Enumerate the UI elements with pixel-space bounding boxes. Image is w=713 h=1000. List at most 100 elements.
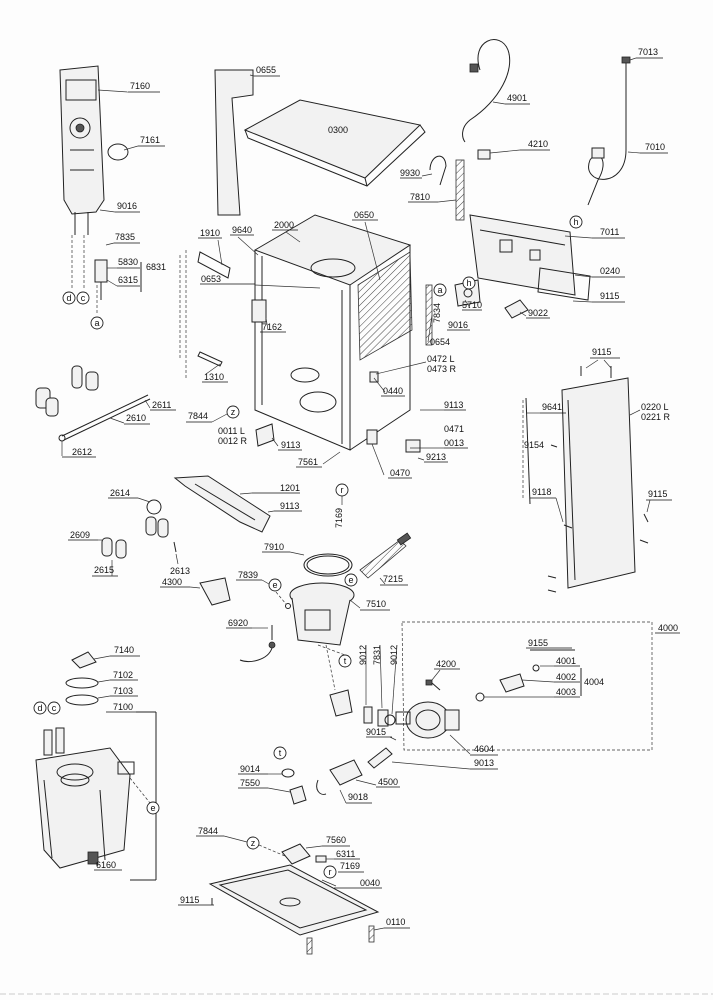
- label-7169-low: 7169: [340, 861, 360, 871]
- label-7169-mid: 7169: [334, 508, 344, 528]
- label-4500: 4500: [378, 777, 398, 787]
- callout-d-top: d: [62, 291, 76, 305]
- callout-e-sump: e: [344, 573, 358, 587]
- insulation-0650: [357, 251, 413, 361]
- label-4002: 4002: [556, 672, 576, 682]
- label-6311: 6311: [336, 849, 355, 859]
- label-0471: 0471: [444, 424, 464, 434]
- label-9118: 9118: [532, 487, 551, 497]
- roller-2614: [145, 499, 169, 538]
- label-0110: 0110: [386, 917, 405, 927]
- svg-text:r: r: [341, 485, 344, 495]
- label-7140: 7140: [114, 645, 134, 655]
- label-7011: 7011: [600, 227, 619, 237]
- label-0655: 0655: [256, 65, 276, 75]
- svg-text:r: r: [329, 867, 332, 877]
- heater-block-4300: [199, 577, 231, 606]
- label-2611: 2611: [152, 400, 171, 410]
- label-0440: 0440: [383, 386, 403, 396]
- label-2609: 2609: [70, 530, 90, 540]
- base-tray-0040: [208, 864, 380, 936]
- svg-text:d: d: [66, 293, 71, 303]
- switch-6311: [315, 855, 327, 863]
- label-2000: 2000: [274, 220, 294, 230]
- o-ring-7102: [65, 677, 99, 689]
- label-7560: 7560: [326, 835, 346, 845]
- dispenser-7162: [251, 299, 267, 323]
- label-9213: 9213: [426, 452, 446, 462]
- label-7839: 7839: [238, 570, 258, 580]
- callout-e-low: e: [146, 801, 160, 815]
- gasket-ring-7161: [107, 143, 129, 161]
- label-0221: 0221 R: [641, 412, 671, 422]
- callout-r-mid: r: [335, 483, 349, 497]
- label-7013: 7013: [638, 47, 658, 57]
- label-9154: 9154: [524, 440, 544, 450]
- label-9018: 9018: [348, 792, 368, 802]
- hose-9013: [367, 747, 393, 769]
- label-9155: 9155: [528, 638, 548, 648]
- softener-7100: [35, 727, 135, 869]
- label-7844-mid: 7844: [188, 411, 208, 421]
- control-housing-7160: [59, 65, 105, 235]
- svg-text:e: e: [272, 580, 277, 590]
- label-9015: 9015: [366, 727, 386, 737]
- label-9640: 9640: [232, 225, 252, 235]
- label-7010: 7010: [645, 142, 665, 152]
- foot-9213: [405, 439, 421, 453]
- label-1310: 1310: [204, 372, 224, 382]
- label-7160: 7160: [130, 81, 150, 91]
- tub-frame-2000: [253, 214, 412, 451]
- label-6160: 6160: [96, 860, 116, 870]
- svg-text:a: a: [437, 285, 442, 295]
- inlet-hose-4901: [462, 39, 511, 143]
- svg-text:c: c: [52, 703, 57, 713]
- label-9115-top: 9115: [600, 291, 619, 301]
- connector-4210: [477, 149, 491, 160]
- hinge-9022: [504, 299, 529, 319]
- label-7102: 7102: [113, 670, 133, 680]
- sump-7510: [289, 582, 355, 646]
- label-9113-right: 9113: [444, 400, 463, 410]
- label-9115-base: 9115: [180, 895, 199, 905]
- label-7161: 7161: [140, 135, 160, 145]
- top-cover-0300: [243, 99, 426, 187]
- label-0472: 0472 L: [427, 354, 455, 364]
- label-2610: 2610: [126, 413, 146, 423]
- label-6831: 6831: [146, 262, 166, 272]
- float-switch-7560: [281, 843, 311, 865]
- callout-h-mid: h: [462, 276, 476, 290]
- label-9012-b: 9012: [389, 645, 399, 665]
- label-4004: 4004: [584, 677, 604, 687]
- label-7810: 7810: [410, 192, 430, 202]
- label-7831: 7831: [372, 645, 382, 665]
- label-0650: 0650: [354, 210, 374, 220]
- seal-ring-7910: [303, 553, 353, 577]
- callout-t-mid: t: [338, 654, 352, 668]
- cap-7140: [71, 651, 97, 669]
- spring-tube-7810: [455, 159, 465, 221]
- cable-7010: [587, 56, 631, 206]
- label-9016: 9016: [117, 201, 137, 211]
- label-0012: 0012 R: [218, 436, 248, 446]
- svg-text:h: h: [573, 217, 578, 227]
- label-7510: 7510: [366, 599, 386, 609]
- svg-text:a: a: [94, 318, 99, 328]
- label-4001: 4001: [556, 656, 576, 666]
- svg-text:e: e: [150, 803, 155, 813]
- label-9113-mid: 9113: [281, 440, 300, 450]
- svg-text:e: e: [348, 575, 353, 585]
- sensor-6920: [239, 625, 276, 662]
- callout-e-mid: e: [268, 578, 282, 592]
- svg-text:d: d: [37, 703, 42, 713]
- rail-0240: [537, 267, 591, 301]
- label-9930: 9930: [400, 168, 420, 178]
- label-6315: 6315: [118, 275, 138, 285]
- label-7561: 7561: [298, 457, 318, 467]
- feet-0110: [306, 925, 375, 955]
- callout-a-right: a: [433, 283, 447, 297]
- label-7103: 7103: [113, 686, 133, 696]
- callout-r-low: r: [323, 865, 337, 879]
- svg-text:h: h: [466, 278, 471, 288]
